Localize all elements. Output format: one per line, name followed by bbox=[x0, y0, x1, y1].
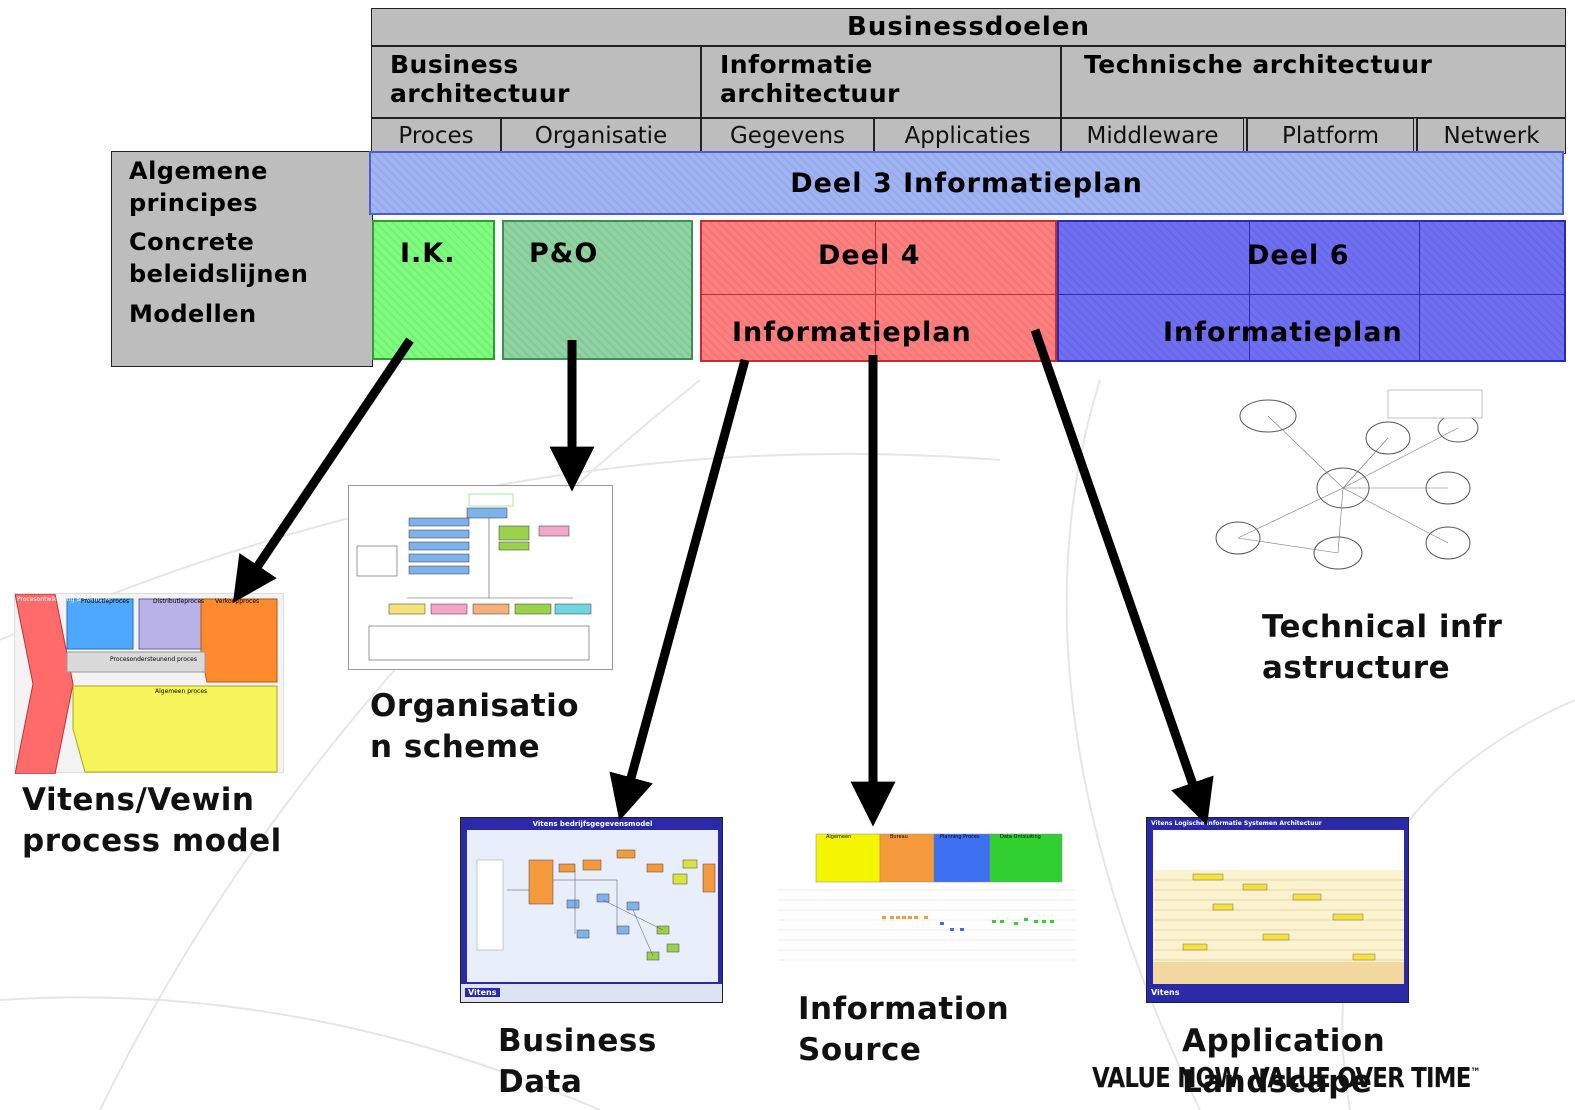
caption-tech-infra: Technical infrastructure bbox=[1262, 609, 1503, 686]
process-label-6: Algemeen proces bbox=[155, 688, 208, 695]
subheader-middleware: Middleware bbox=[1061, 118, 1247, 154]
caption-info-source: Information Source bbox=[798, 991, 1010, 1068]
business-data-diagram bbox=[467, 830, 718, 982]
info-source-group-1: Algemeen bbox=[826, 834, 852, 840]
info-source-group-2: Bureau bbox=[890, 834, 908, 840]
po-block: P&O bbox=[502, 220, 693, 360]
deel4-divider-h bbox=[702, 294, 1055, 295]
subheader-organisatie: Organisatie bbox=[501, 118, 701, 154]
deel6-subtitle: Informatieplan bbox=[1163, 317, 1403, 348]
footer-tagline: VALUE NOW. VALUE OVER TIME™ bbox=[1092, 1061, 1480, 1094]
info-source-group-4: Data Ontsluiting bbox=[1000, 834, 1041, 840]
deel3-label: Deel 3 Informatieplan bbox=[790, 167, 1143, 199]
group-technische-architectuur: Technische architectuur bbox=[1061, 46, 1566, 118]
info-source-group-3: Planning Proces bbox=[940, 834, 980, 840]
caption-org-scheme: Organisation scheme bbox=[370, 688, 580, 765]
deel6-title: Deel 6 bbox=[1247, 240, 1350, 271]
tagline-trademark: ™ bbox=[1470, 1065, 1481, 1080]
row-label-concrete-beleidslijnen: Concrete beleidslijnen bbox=[129, 228, 309, 288]
tagline-text: VALUE NOW. VALUE OVER TIME bbox=[1092, 1061, 1471, 1094]
process-label-3: Distributieproces bbox=[153, 598, 205, 605]
vitens-logo-1: Vitens bbox=[465, 988, 500, 997]
group-business-architectuur: Business architectuur bbox=[371, 46, 701, 118]
info-source-thumbnail: Algemeen Bureau Planning Proces Data Ont… bbox=[778, 830, 1076, 970]
deel4-title: Deel 4 bbox=[818, 240, 921, 271]
deel6-divider-h bbox=[1059, 294, 1564, 295]
caption-process-model: Vitens/Vewin process model bbox=[22, 782, 282, 859]
org-chart bbox=[356, 493, 592, 661]
info-source-matrix bbox=[778, 830, 1076, 970]
group-informatie-architectuur: Informatie architectuur bbox=[701, 46, 1061, 118]
subheader-proces: Proces bbox=[371, 118, 501, 154]
deel3-band: Deel 3 Informatieplan bbox=[369, 151, 1564, 215]
row-label-algemene-principes: Algemene principes bbox=[129, 157, 268, 217]
arrow-to-business-data bbox=[609, 358, 750, 821]
subheader-netwerk: Netwerk bbox=[1417, 118, 1566, 154]
arrow-to-process-model bbox=[232, 337, 414, 603]
row-label-modellen: Modellen bbox=[129, 300, 257, 328]
deel6-divider-v1 bbox=[1249, 222, 1250, 360]
subheader-gegevens: Gegevens bbox=[701, 118, 874, 154]
network-diagram bbox=[1215, 389, 1483, 570]
deel6-block: Deel 6 Informatieplan bbox=[1057, 220, 1566, 362]
ik-label: I.K. bbox=[400, 238, 456, 269]
deel4-divider-v bbox=[875, 222, 876, 360]
tech-infra-thumbnail bbox=[1208, 388, 1484, 588]
po-label: P&O bbox=[529, 238, 599, 269]
subheader-platform: Platform bbox=[1247, 118, 1417, 154]
business-data-footer bbox=[461, 984, 722, 1002]
app-landscape-grid bbox=[1153, 830, 1404, 984]
subheader-applicaties: Applicaties bbox=[874, 118, 1061, 154]
ik-block: I.K. bbox=[372, 220, 495, 360]
deel4-block: Deel 4 Informatieplan bbox=[700, 220, 1057, 362]
process-model-thumbnail: Procesontwikkeling & Evaluatie Productie… bbox=[14, 593, 284, 775]
process-label-2: Productieproces bbox=[81, 598, 130, 605]
caption-app-landscape: Application Landscape bbox=[1182, 1023, 1386, 1100]
businessdoelen-header: Businessdoelen bbox=[371, 8, 1566, 46]
business-data-title: Vitens bedrijfsgegevensmodel bbox=[532, 820, 653, 828]
row-label-column bbox=[111, 151, 373, 367]
process-label-1: Procesontwikkeling & Evaluatie bbox=[17, 596, 111, 603]
app-landscape-thumbnail: Vitens Logische Informatie Systemen Arch… bbox=[1146, 817, 1409, 1003]
arrow-to-app-landscape bbox=[1030, 328, 1214, 826]
app-landscape-title: Vitens Logische Informatie Systemen Arch… bbox=[1151, 820, 1322, 827]
caption-business-data: Business Data bbox=[498, 1023, 657, 1100]
vitens-logo-2: Vitens bbox=[1151, 988, 1180, 997]
org-scheme-thumbnail bbox=[348, 485, 613, 670]
deel6-divider-v2 bbox=[1419, 222, 1420, 360]
process-label-5: Procesondersteunend proces bbox=[110, 656, 197, 663]
business-data-thumbnail: Vitens bedrijfsgegevensmodel bbox=[460, 817, 723, 1003]
deel4-subtitle: Informatieplan bbox=[732, 317, 972, 348]
process-model-diagram bbox=[14, 593, 278, 775]
